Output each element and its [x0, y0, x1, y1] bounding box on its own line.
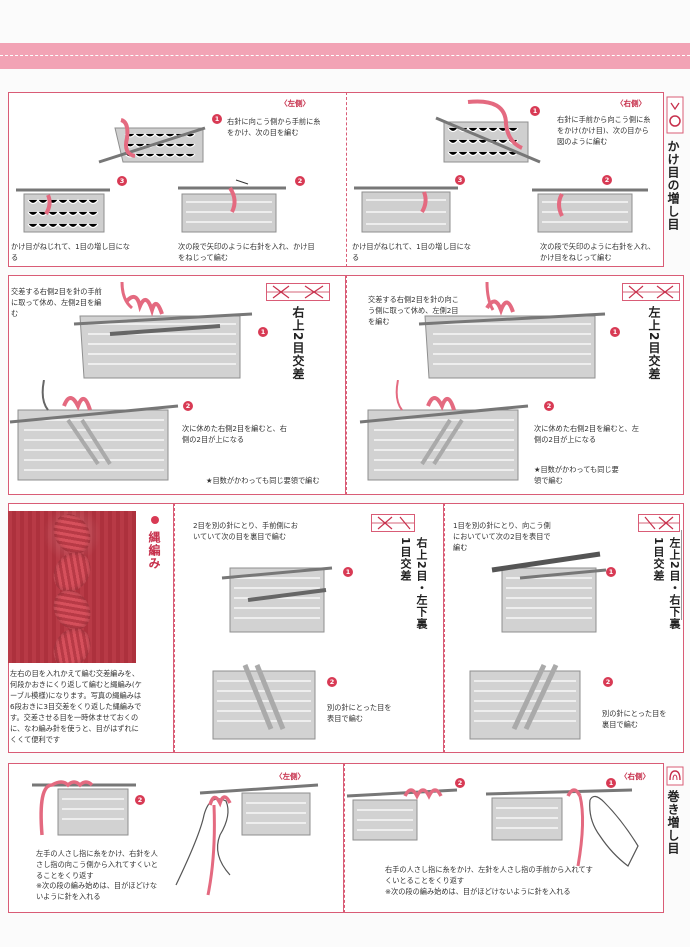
step-number-1: 1	[530, 106, 540, 116]
kakeme-left-label: 〈左側〉	[280, 99, 310, 108]
cross-right-title: 左上2目交差	[647, 306, 661, 381]
cross-right-step1: 交差する右側2目を針の向こう側に取って休め、左側2目を編む	[368, 295, 459, 326]
cross-left-step1: 交差する右側2目を針の手前に取って休め、左側2目を編む	[11, 287, 102, 318]
kakeme-left-step3: かけ目がねじれて、1目の増し目になる	[11, 242, 130, 262]
kakeme-right-label: 〈右側〉	[616, 99, 646, 108]
purl-right-symbol-icon	[638, 514, 680, 532]
maki-right-note: ※次の段の編み始めは、目がほどけないように針を入れる	[385, 887, 571, 896]
bullet-icon	[151, 516, 159, 524]
kakeme-right-diagram-2	[532, 188, 648, 233]
step-number-1: 1	[610, 327, 620, 337]
maki-left-label: 〈左側〉	[275, 772, 305, 781]
kakeme-right-diagram-1	[435, 99, 541, 164]
step-number-1: 1	[606, 778, 616, 788]
kakeme-right-step3: かけ目がねじれて、1目の増し目になる	[352, 242, 471, 262]
kakeme-left-step2: 次の段で矢印のように右針を入れ、かけ目をねじって編む	[178, 242, 315, 262]
cross-right-diagram-1	[418, 281, 606, 379]
purl-left-title: 右上2目・左下裏1目交差	[399, 537, 428, 630]
purl-left-step1: 2目を別の針にとり、手前側においていて次の目を裏目で編む	[193, 521, 298, 541]
purl-left-diagram-1	[221, 566, 333, 633]
kakeme-left-diagram-3	[16, 188, 110, 233]
cross-left-diagram-1	[73, 281, 253, 379]
purl-left-step2: 別の針にとった目を表目で編む	[327, 703, 392, 723]
cross-left-note: ★目数がかわっても同じ要領で編む	[206, 476, 320, 485]
kakeme-symbol-icon	[666, 96, 684, 134]
cross-right-note: ★目数がかわっても同じ要領で編む	[534, 465, 619, 485]
kakeme-left-diagram-2	[178, 179, 286, 233]
kakeme-right-step1: 右針に手前から向こう側に糸をかけ(かけ目)、次の目から図のように編む	[557, 115, 651, 146]
step-number-2: 2	[135, 795, 145, 805]
cable-title: 縄編み	[146, 512, 164, 570]
purl-right-step2: 別の針にとった目を裏目で編む	[602, 709, 667, 729]
crop-mark	[681, 530, 690, 620]
maki-left-text: 左手の人さし指に糸をかけ、右針を人さし指の向こう側から入れてすくいとることをくり…	[36, 849, 158, 880]
maki-right-label: 〈右側〉	[620, 772, 650, 781]
kakeme-left-diagram-1	[98, 118, 206, 164]
maki-right-text: 右手の人さし指に糸をかけ、左針を人さし指の手前から入れてすくいとることをくり返す	[385, 865, 593, 885]
cable-description: 左右の目を入れかえて編む交差編みを、何段かおきにくり返して編むと縄編み(ケーブル…	[10, 669, 142, 744]
kakeme-title: かけ目の増し目	[666, 140, 680, 231]
step-number-1: 1	[343, 567, 353, 577]
cross-right-symbol-icon	[622, 283, 680, 301]
purl-right-step1: 1目を別の針にとり、向こう側においていて次の2目を表目で編む	[453, 521, 551, 552]
cross-left-diagram-2	[9, 380, 179, 481]
header-band	[0, 43, 690, 69]
step-number-2: 2	[295, 176, 305, 186]
step-number-1: 1	[258, 327, 268, 337]
kakeme-left-step1: 右針に向こう側から手前に糸をかけ、次の目を編む	[227, 117, 321, 137]
step-number-2: 2	[603, 677, 613, 687]
kakeme-right-diagram-3	[354, 186, 458, 233]
cross-right-diagram-2	[359, 380, 529, 481]
kakeme-right-step2: 次の段で矢印のように右針を入れ、かけ目をねじって編む	[540, 242, 656, 262]
step-number-1: 1	[606, 567, 616, 577]
step-number-2: 2	[455, 778, 465, 788]
panel-kakeme-left	[8, 92, 346, 267]
purl-right-title: 左上2目・右下裏1目交差	[652, 537, 681, 630]
purl-right-diagram-2	[469, 663, 581, 740]
step-number-2: 2	[183, 401, 193, 411]
step-number-2: 2	[327, 677, 337, 687]
cross-right-step2: 次に休めた右側2目を編むと、左側の2目が上になる	[534, 424, 639, 444]
purl-left-diagram-2	[212, 664, 316, 740]
cross-left-step2: 次に休めた右側2目を編むと、右側の2目が上になる	[182, 424, 287, 444]
step-number-3: 3	[117, 176, 127, 186]
cable-title-text: 縄編み	[147, 531, 161, 570]
cross-left-symbol-icon	[266, 283, 330, 301]
maki-title: 巻き増し目	[666, 790, 680, 855]
step-number-2: 2	[544, 401, 554, 411]
step-number-1: 1	[212, 114, 222, 124]
step-number-3: 3	[455, 175, 465, 185]
maki-right-diagram-1	[346, 788, 458, 841]
purl-left-symbol-icon	[371, 514, 415, 532]
purl-right-diagram-1	[491, 551, 607, 633]
maki-right-diagram-2	[485, 788, 639, 867]
maki-left-diagram-2	[175, 783, 319, 896]
maki-left-note: ※次の段の編み始めは、目がほどけないように針を入れる	[36, 881, 158, 901]
step-number-2: 2	[602, 175, 612, 185]
maki-left-diagram-1	[32, 780, 136, 836]
cross-left-title: 右上2目交差	[291, 306, 305, 381]
cable-photo	[8, 511, 136, 663]
maki-symbol-icon	[666, 766, 684, 786]
